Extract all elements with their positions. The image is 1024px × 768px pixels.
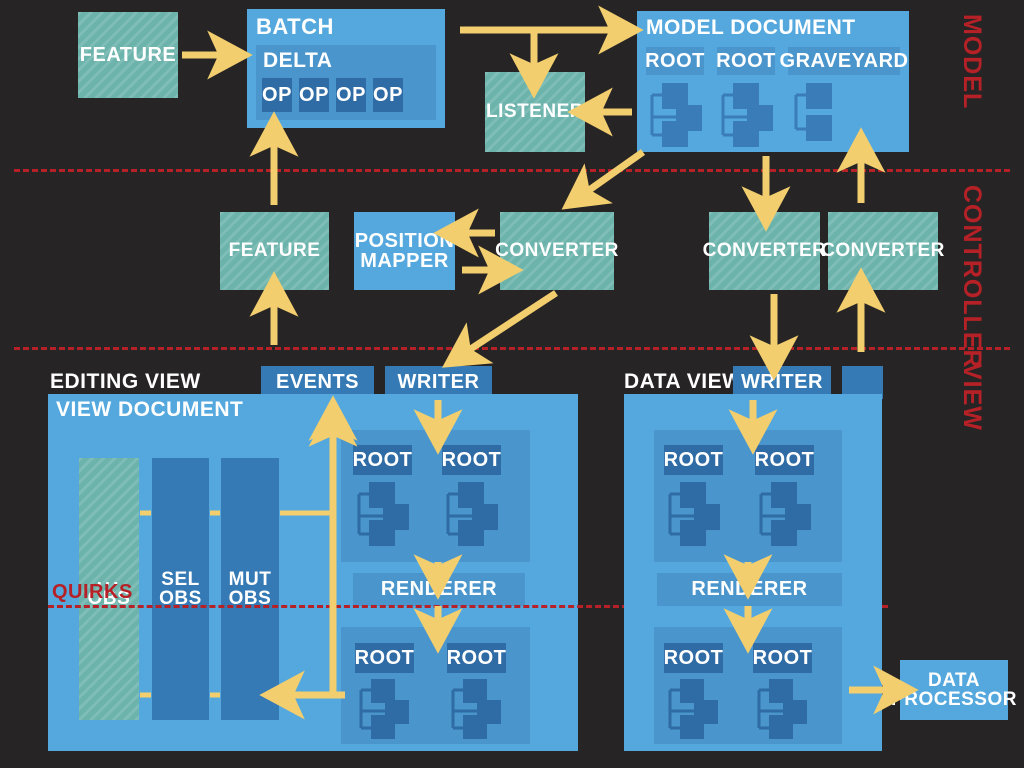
editing-renderer-box[interactable]: RENDERER bbox=[353, 573, 525, 606]
observer-line: OBS bbox=[228, 588, 272, 609]
listener-box[interactable]: LISTENER bbox=[485, 72, 585, 152]
arrow-converter-to-editing-writer bbox=[441, 290, 558, 368]
model-tree-2 bbox=[721, 83, 773, 147]
position-mapper-box[interactable]: POSITION MAPPER bbox=[354, 212, 455, 290]
layer-label-model: MODEL bbox=[958, 14, 986, 110]
op-box[interactable]: OP bbox=[373, 78, 403, 112]
editing-lower-root[interactable]: ROOT bbox=[355, 643, 414, 673]
data-renderer-box[interactable]: RENDERER bbox=[657, 573, 842, 606]
data-upper-tree-2 bbox=[759, 482, 811, 546]
observer-line: OBS bbox=[159, 588, 202, 609]
data-view-caption: DATA VIEW bbox=[624, 370, 743, 393]
batch-title: BATCH bbox=[256, 14, 334, 39]
editing-view-caption: EDITING VIEW bbox=[50, 370, 201, 393]
editing-upper-root[interactable]: ROOT bbox=[442, 445, 501, 475]
tab-writer-editing[interactable]: WRITER bbox=[385, 366, 492, 399]
tab-events[interactable]: EVENTS bbox=[261, 366, 374, 399]
observer-line: OBS bbox=[87, 588, 131, 609]
layer-label-controller: CONTROLLER bbox=[958, 185, 986, 369]
data-upper-tree-1 bbox=[668, 482, 720, 546]
separator-quirks bbox=[48, 605, 888, 608]
separator-model-controller bbox=[14, 169, 1010, 172]
op-box[interactable]: OP bbox=[336, 78, 366, 112]
model-graveyard-box[interactable]: GRAVEYARD bbox=[780, 47, 908, 75]
model-tree-graveyard bbox=[794, 83, 832, 141]
arrow-model-document-to-converter-left bbox=[561, 149, 646, 210]
data-lower-root[interactable]: ROOT bbox=[753, 643, 812, 673]
controller-converter-box-2[interactable]: CONVERTER bbox=[703, 212, 826, 290]
data-lower-tree-2 bbox=[757, 679, 807, 739]
observer-line: ... bbox=[96, 568, 122, 590]
data-lower-tree-1 bbox=[668, 679, 718, 739]
observer-line: MUT bbox=[228, 568, 272, 590]
editing-lower-tree-1 bbox=[359, 679, 409, 739]
model-root-box[interactable]: ROOT bbox=[716, 47, 775, 75]
observer-box-mutation[interactable]: MUT OBS bbox=[221, 458, 279, 720]
data-processor-box[interactable]: DATA PROCESSOR bbox=[891, 660, 1016, 720]
op-box[interactable]: OP bbox=[262, 78, 292, 112]
model-root-box[interactable]: ROOT bbox=[645, 47, 704, 75]
layer-label-view: VIEW bbox=[958, 363, 986, 431]
controller-feature-box[interactable]: FEATURE bbox=[220, 212, 329, 290]
data-lower-root[interactable]: ROOT bbox=[664, 643, 723, 673]
model-feature-box[interactable]: FEATURE bbox=[78, 12, 178, 98]
observer-line: SEL bbox=[161, 568, 200, 590]
editing-upper-root[interactable]: ROOT bbox=[353, 445, 412, 475]
op-box[interactable]: OP bbox=[299, 78, 329, 112]
editing-lower-tree-2 bbox=[451, 679, 501, 739]
editing-lower-root[interactable]: ROOT bbox=[447, 643, 506, 673]
quirks-label: QUIRKS bbox=[52, 581, 133, 603]
controller-converter-box-3[interactable]: CONVERTER bbox=[821, 212, 944, 290]
observer-box-other[interactable]: ... OBS bbox=[79, 458, 139, 720]
controller-converter-box-1[interactable]: CONVERTER bbox=[495, 212, 618, 290]
observer-box-selection[interactable]: SEL OBS bbox=[152, 458, 209, 720]
tab-extra-data[interactable] bbox=[842, 366, 883, 399]
editing-upper-tree-2 bbox=[446, 482, 498, 546]
delta-title: DELTA bbox=[263, 49, 333, 72]
model-tree-1 bbox=[650, 83, 702, 147]
separator-controller-view bbox=[14, 347, 1010, 350]
view-document-title: VIEW DOCUMENT bbox=[56, 398, 244, 421]
data-upper-root[interactable]: ROOT bbox=[664, 445, 723, 475]
editing-upper-tree-1 bbox=[357, 482, 409, 546]
model-document-title: MODEL DOCUMENT bbox=[646, 16, 856, 39]
data-upper-root[interactable]: ROOT bbox=[755, 445, 814, 475]
